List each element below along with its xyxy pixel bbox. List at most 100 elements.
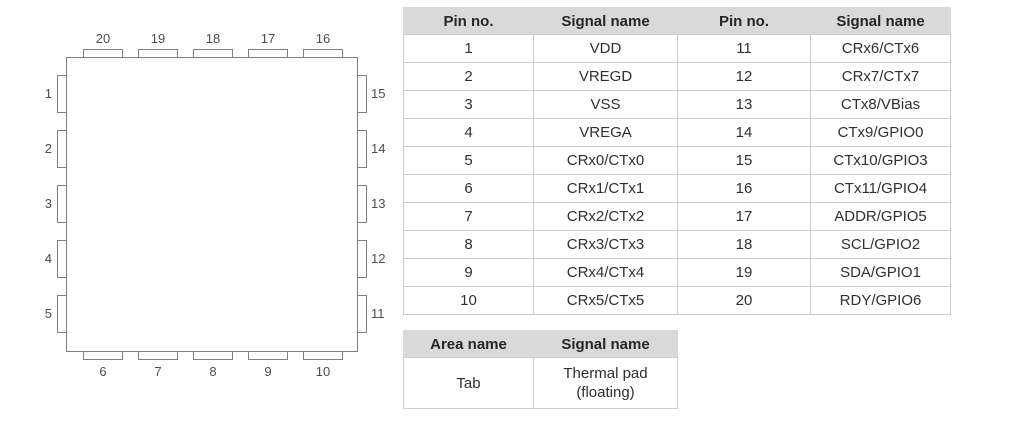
table-cell: 19	[677, 258, 811, 287]
pin-number-label-20: 20	[95, 31, 111, 46]
table-cell: CRx6/CTx6	[810, 34, 951, 63]
chip-pin-20	[83, 49, 123, 58]
table-cell: Thermal pad (floating)	[533, 357, 678, 409]
table-cell: 14	[677, 118, 811, 147]
chip-pin-3	[57, 185, 67, 223]
pin-number-label-6: 6	[99, 364, 107, 379]
table-cell: 13	[677, 90, 811, 119]
table-cell: CRx0/CTx0	[533, 146, 678, 175]
pin-number-label-2: 2	[44, 141, 52, 156]
table-cell: 2	[403, 62, 534, 91]
table-cell: VDD	[533, 34, 678, 63]
table-cell: CRx4/CTx4	[533, 258, 678, 287]
chip-pin-8	[193, 351, 233, 360]
table-cell: 8	[403, 230, 534, 259]
pin-number-label-16: 16	[315, 31, 331, 46]
chip-pin-19	[138, 49, 178, 58]
table-cell: VREGA	[533, 118, 678, 147]
table-cell: CTx9/GPIO0	[810, 118, 951, 147]
table-cell: CTx10/GPIO3	[810, 146, 951, 175]
table-cell: 10	[403, 286, 534, 315]
pin-number-label-7: 7	[154, 364, 162, 379]
pin-number-label-19: 19	[150, 31, 166, 46]
table-cell: 3	[403, 90, 534, 119]
table-cell: 5	[403, 146, 534, 175]
chip-pin-2	[57, 130, 67, 168]
table-cell: SDA/GPIO1	[810, 258, 951, 287]
pin-number-label-8: 8	[209, 364, 217, 379]
chip-pin-5	[57, 295, 67, 333]
table-cell: 17	[677, 202, 811, 231]
chip-pin-15	[357, 75, 367, 113]
pin-number-label-5: 5	[44, 306, 52, 321]
chip-pin-16	[303, 49, 343, 58]
table-cell: RDY/GPIO6	[810, 286, 951, 315]
table-cell: CRx1/CTx1	[533, 174, 678, 203]
pin-number-label-1: 1	[44, 86, 52, 101]
pin-number-label-3: 3	[44, 196, 52, 211]
table-cell: CTx11/GPIO4	[810, 174, 951, 203]
column-header-0: Pin no.	[403, 7, 534, 35]
table-cell: 12	[677, 62, 811, 91]
pin-number-label-14: 14	[371, 141, 386, 156]
table-cell: 1	[403, 34, 534, 63]
column-header-3: Signal name	[810, 7, 951, 35]
chip-pin-18	[193, 49, 233, 58]
pin-number-label-4: 4	[44, 251, 52, 266]
pin-number-label-10: 10	[315, 364, 331, 379]
column-header-0: Area name	[403, 330, 534, 358]
table-cell: 6	[403, 174, 534, 203]
table-cell: 18	[677, 230, 811, 259]
chip-pin-7	[138, 351, 178, 360]
table-cell: 7	[403, 202, 534, 231]
chip-pin-17	[248, 49, 288, 58]
column-header-2: Pin no.	[677, 7, 811, 35]
table-cell: CRx5/CTx5	[533, 286, 678, 315]
table-cell: VSS	[533, 90, 678, 119]
table-cell: 9	[403, 258, 534, 287]
chip-pin-12	[357, 240, 367, 278]
pin-number-label-17: 17	[260, 31, 276, 46]
table-cell: 20	[677, 286, 811, 315]
chip-pin-11	[357, 295, 367, 333]
pin-number-label-15: 15	[371, 86, 386, 101]
column-header-1: Signal name	[533, 7, 678, 35]
chip-pin-14	[357, 130, 367, 168]
chip-pin-13	[357, 185, 367, 223]
table-cell: CRx7/CTx7	[810, 62, 951, 91]
table-cell: VREGD	[533, 62, 678, 91]
table-cell: 16	[677, 174, 811, 203]
table-cell: CRx2/CTx2	[533, 202, 678, 231]
table-cell: CTx8/VBias	[810, 90, 951, 119]
pin-number-label-18: 18	[205, 31, 221, 46]
chip-body	[66, 57, 358, 352]
table-cell: 4	[403, 118, 534, 147]
table-cell: SCL/GPIO2	[810, 230, 951, 259]
table-cell: CRx3/CTx3	[533, 230, 678, 259]
table-cell: ADDR/GPIO5	[810, 202, 951, 231]
pin-number-label-9: 9	[264, 364, 272, 379]
pin-number-label-13: 13	[371, 196, 386, 211]
pin-number-label-11: 11	[371, 306, 385, 321]
table-cell: 15	[677, 146, 811, 175]
pin-number-label-12: 12	[371, 251, 386, 266]
chip-pin-9	[248, 351, 288, 360]
table-cell: 11	[677, 34, 811, 63]
chip-pin-10	[303, 351, 343, 360]
